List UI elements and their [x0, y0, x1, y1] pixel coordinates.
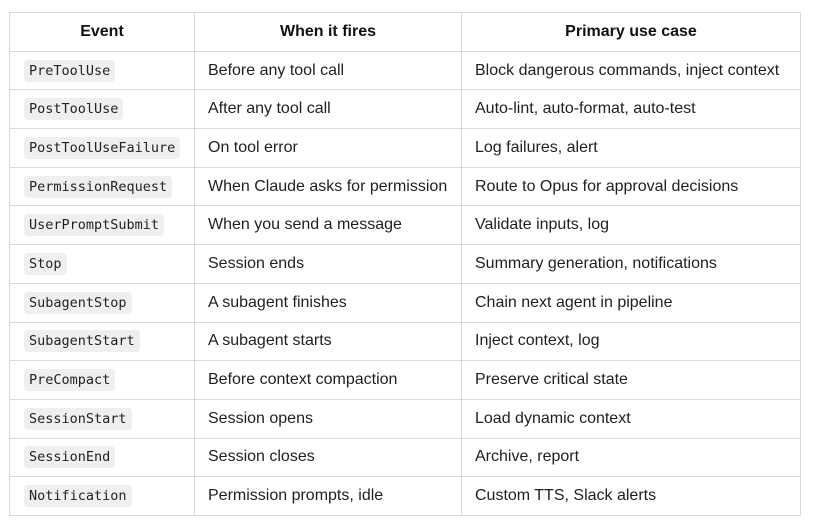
use-case-cell: Inject context, log: [461, 321, 801, 362]
event-cell: PermissionRequest: [9, 166, 195, 207]
event-cell: SubagentStop: [9, 282, 195, 323]
column-header-event: Event: [9, 12, 195, 52]
event-name-code: PreToolUse: [24, 59, 116, 82]
header-row: Event When it fires Primary use case: [9, 12, 801, 52]
event-cell: SessionEnd: [9, 437, 195, 478]
event-name-code: PostToolUse: [24, 98, 124, 121]
table-row: PermissionRequest When Claude asks for pe…: [9, 166, 801, 207]
use-case-cell: Validate inputs, log: [461, 205, 801, 246]
use-case-cell: Chain next agent in pipeline: [461, 282, 801, 323]
when-cell: Session ends: [194, 244, 462, 284]
event-name-code: UserPromptSubmit: [24, 214, 165, 237]
event-name-code: SubagentStart: [24, 330, 140, 353]
event-cell: PreCompact: [9, 360, 195, 400]
when-cell: Before any tool call: [194, 50, 462, 91]
event-cell: PostToolUseFailure: [9, 128, 195, 168]
use-case-cell: Route to Opus for approval decisions: [461, 166, 801, 207]
event-cell: PostToolUse: [9, 89, 195, 130]
when-cell: Session opens: [194, 398, 462, 439]
when-cell: On tool error: [194, 128, 462, 168]
event-name-code: PermissionRequest: [24, 175, 173, 198]
event-name-code: SessionEnd: [24, 446, 116, 469]
use-case-cell: Log failures, alert: [461, 128, 801, 168]
hooks-table: Event When it fires Primary use case Pre…: [9, 12, 801, 516]
use-case-cell: Block dangerous commands, inject context: [461, 50, 801, 91]
use-case-cell: Summary generation, notifications: [461, 244, 801, 284]
use-case-cell: Archive, report: [461, 437, 801, 478]
event-name-code: Notification: [24, 485, 132, 508]
event-name-code: SessionStart: [24, 407, 132, 430]
when-cell: A subagent finishes: [194, 282, 462, 323]
column-header-use: Primary use case: [461, 12, 801, 52]
when-cell: Session closes: [194, 437, 462, 478]
when-cell: After any tool call: [194, 89, 462, 130]
event-name-code: SubagentStop: [24, 291, 132, 314]
event-cell: UserPromptSubmit: [9, 205, 195, 246]
when-cell: When Claude asks for permission: [194, 166, 462, 207]
when-cell: A subagent starts: [194, 321, 462, 362]
use-case-cell: Custom TTS, Slack alerts: [461, 476, 801, 516]
use-case-cell: Load dynamic context: [461, 398, 801, 439]
table-header: Event When it fires Primary use case: [9, 12, 801, 52]
event-name-code: PostToolUseFailure: [24, 136, 181, 159]
event-name-code: PreCompact: [24, 369, 116, 392]
when-cell: Before context compaction: [194, 360, 462, 400]
use-case-cell: Preserve critical state: [461, 360, 801, 400]
event-cell: Stop: [9, 244, 195, 284]
event-cell: SessionStart: [9, 398, 195, 439]
event-cell: SubagentStart: [9, 321, 195, 362]
event-cell: Notification: [9, 476, 195, 516]
column-header-when: When it fires: [194, 12, 462, 52]
event-cell: PreToolUse: [9, 50, 195, 91]
when-cell: Permission prompts, idle: [194, 476, 462, 516]
when-cell: When you send a message: [194, 205, 462, 246]
event-name-code: Stop: [24, 252, 67, 275]
use-case-cell: Auto-lint, auto-format, auto-test: [461, 89, 801, 130]
